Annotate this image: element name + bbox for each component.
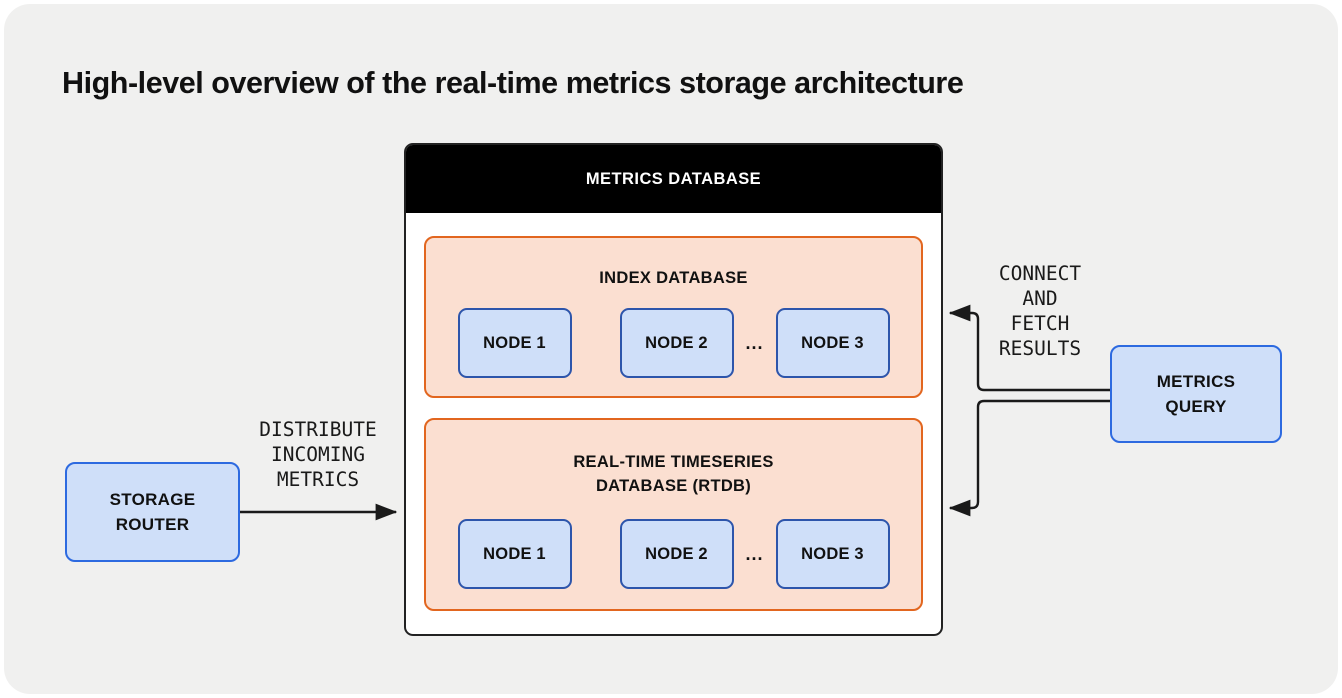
rtdb-title-line2: DATABASE (RTDB) [595, 477, 752, 495]
node-ellipsis: ... [745, 332, 764, 353]
page-title: High-level overview of the real-time met… [62, 66, 964, 100]
index-database-panel: INDEX DATABASE NODE 1 NODE 2 ... NODE 3 [424, 236, 923, 398]
node-box[interactable]: NODE 1 [457, 519, 572, 589]
edge-label-distribute: DISTRIBUTE INCOMING METRICS [259, 418, 377, 491]
node-box[interactable]: NODE 1 [457, 308, 572, 378]
metrics-query-line1: METRICS [1156, 372, 1236, 391]
node-ellipsis: ... [745, 543, 764, 564]
storage-router-line1: STORAGE [109, 490, 196, 509]
node-box[interactable]: NODE 2 [619, 308, 734, 378]
edge-connect-fetch-lower [948, 399, 1110, 517]
metrics-query-box[interactable]: METRICS QUERY [1110, 345, 1282, 443]
edge-label-connect-fetch: CONNECT AND FETCH RESULTS [998, 262, 1082, 360]
index-database-node-row: NODE 1 NODE 2 ... NODE 3 [426, 308, 921, 378]
metrics-query-label: METRICS QUERY [1157, 369, 1236, 419]
metrics-database-header: METRICS DATABASE [406, 145, 941, 213]
index-database-title: INDEX DATABASE [599, 269, 748, 287]
storage-router-line2: ROUTER [115, 515, 190, 534]
rtdb-panel: REAL-TIME TIMESERIES DATABASE (RTDB) NOD… [424, 418, 923, 611]
rtdb-node-row: NODE 1 NODE 2 ... NODE 3 [426, 519, 921, 589]
storage-router-box[interactable]: STORAGE ROUTER [65, 462, 240, 562]
rtdb-title-line1: REAL-TIME TIMESERIES [573, 453, 774, 471]
node-box[interactable]: NODE 3 [775, 308, 890, 378]
node-box[interactable]: NODE 3 [775, 519, 890, 589]
metrics-query-line2: QUERY [1165, 397, 1227, 416]
storage-router-label: STORAGE ROUTER [110, 487, 196, 537]
node-box[interactable]: NODE 2 [619, 519, 734, 589]
rtdb-title: REAL-TIME TIMESERIES DATABASE (RTDB) [426, 450, 921, 498]
